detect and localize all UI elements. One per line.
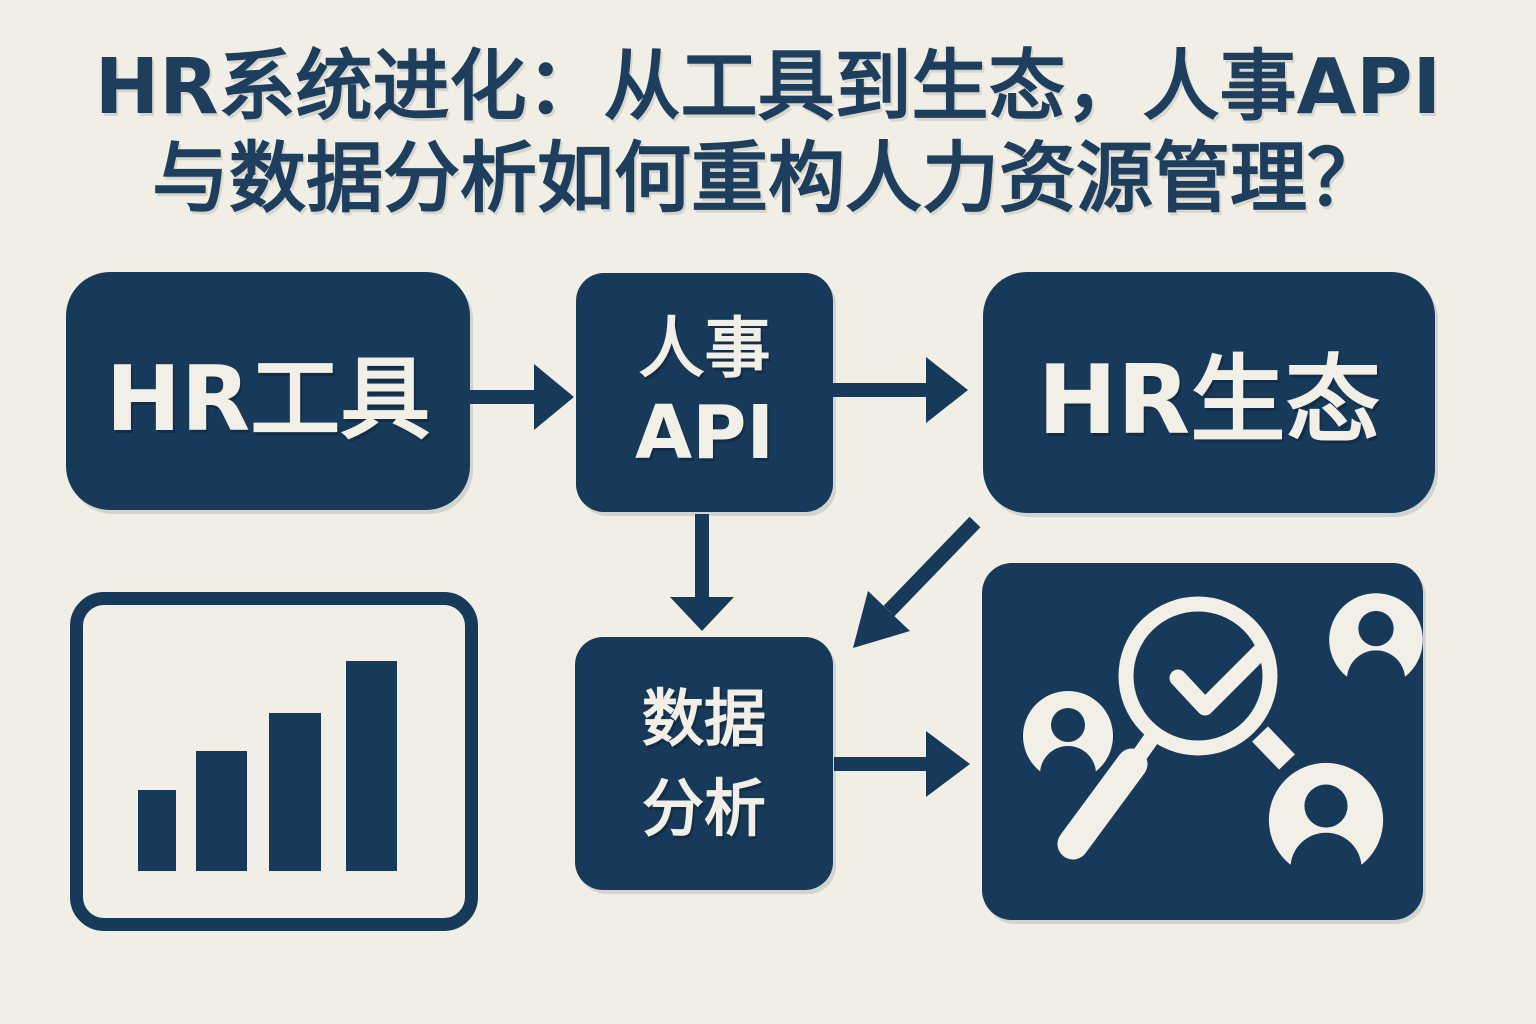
arrow-tools-to-api [470,364,574,430]
person-icon [1329,593,1423,709]
people-search-icon [1023,593,1423,904]
title-line-2: 与数据分析如何重构人力资源管理？ [152,134,1384,224]
arrow-data-analysis-to-talent-search [834,731,970,797]
person-icon [1268,762,1384,904]
title-line-1: HR系统进化：从工具到生态，人事API [94,43,1442,132]
bar-chart-icon [138,661,397,871]
node-data-analysis-label-line1: 数据 [641,681,766,755]
node-talent-search-box [982,563,1423,920]
magnifier-check-icon [1057,596,1295,860]
node-data-analysis: 数据 分析 [575,637,833,890]
node-data-analysis-label-line2: 分析 [641,771,766,845]
node-hr-api: 人事 API [576,273,833,512]
infographic-title: HR系统进化：从工具到生态，人事API 与数据分析如何重构人力资源管理？ [0,42,1536,225]
node-growth-chart-box [70,592,478,931]
arrow-api-to-data-analysis [670,514,734,631]
arrow-api-to-ecosystem [831,357,968,423]
node-hr-api-label-line1: 人事 [638,309,771,387]
node-hr-api-label-line2: API [634,389,775,476]
node-hr-tools-label: HR工具 [105,347,431,452]
node-hr-ecosystem: HR生态 [983,272,1435,513]
node-hr-ecosystem-label: HR生态 [1037,346,1381,456]
arrow-ecosystem-to-data-analysis [853,516,981,648]
node-hr-tools: HR工具 [66,272,470,510]
